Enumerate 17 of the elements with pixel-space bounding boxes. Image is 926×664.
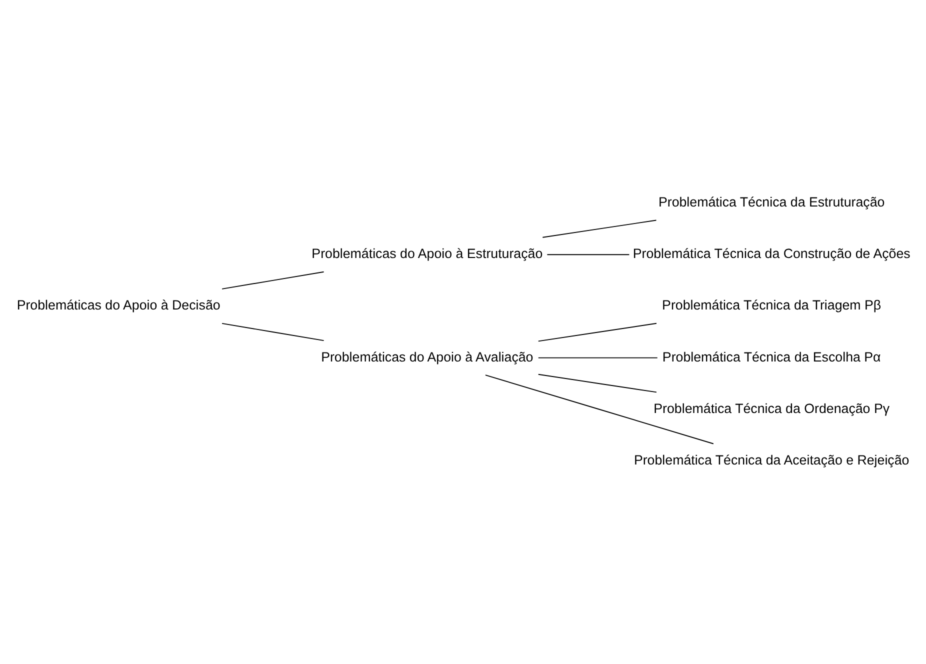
connector <box>538 322 657 342</box>
node-text: Problemática Técnica da Ordenação Pγ <box>654 400 890 416</box>
node-text: Problemática Técnica da Estruturação <box>658 194 885 210</box>
connector <box>546 254 630 256</box>
node-text: Problemática Técnica da Escolha Pα <box>662 349 881 364</box>
connector <box>542 220 657 238</box>
node-text: Problemática Técnica da Aceitação e Rejeição <box>634 452 910 468</box>
connector <box>222 322 324 342</box>
node-text: Problemáticas do Apoio à Decisão <box>16 298 220 313</box>
node-text: Problemáticas do Apoio à Estruturação <box>312 246 543 262</box>
connector <box>222 271 324 290</box>
node-text: Problemática Técnica da Construção de Ações <box>632 246 910 262</box>
connector <box>538 357 658 358</box>
node-text: Problemática Técnica da Triagem Pβ <box>662 298 882 313</box>
connector <box>538 374 657 393</box>
connector <box>484 374 714 444</box>
node-text: Problemáticas do Apoio à Avaliação <box>321 349 534 364</box>
